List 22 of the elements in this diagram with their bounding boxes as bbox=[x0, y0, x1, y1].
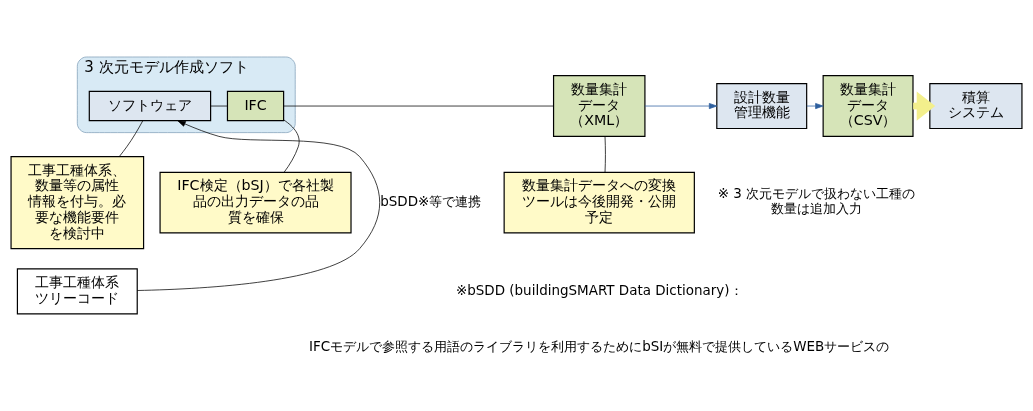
node-box: 積算システム bbox=[929, 82, 1023, 129]
connector bbox=[210, 105, 228, 106]
arrow bbox=[644, 102, 718, 109]
node-box: 設計数量管理機能 bbox=[716, 82, 808, 129]
node-box: 数量集計データへの変換ツールは今後開発・公開予定 bbox=[503, 171, 695, 234]
arrow bbox=[136, 119, 381, 291]
node-box: ソフトウェア bbox=[88, 90, 212, 121]
connector bbox=[118, 119, 144, 157]
label: ※bSDD (buildingSMART Data Dictionary)： bbox=[455, 281, 743, 298]
connector bbox=[283, 105, 554, 106]
connector bbox=[283, 119, 300, 173]
node-box: IFC検定（bSJ）で各社製品の出力データの品質を確保 bbox=[159, 171, 352, 234]
edge-label: bSDD※等で連携 bbox=[380, 192, 482, 209]
connector bbox=[604, 135, 606, 173]
node-box: 数量集計データ（CSV） bbox=[822, 74, 914, 137]
node-box: 工事工種体系、数量等の属性情報を付与。必要な機能要件を検討中 bbox=[10, 155, 145, 249]
label: ※ 3 次元モデルで扱わない工種の数量は追加入力 bbox=[717, 184, 916, 216]
node-box: 数量集計データ（XML） bbox=[552, 74, 646, 137]
label: IFCモデルで参照する用語のライブラリを利用するためにbSIが無料で提供しているWEBサービスの bbox=[309, 337, 890, 354]
arrow bbox=[806, 102, 824, 109]
node-box: IFC bbox=[226, 90, 285, 121]
node-box: 工事工種体系ツリーコード bbox=[16, 267, 138, 314]
